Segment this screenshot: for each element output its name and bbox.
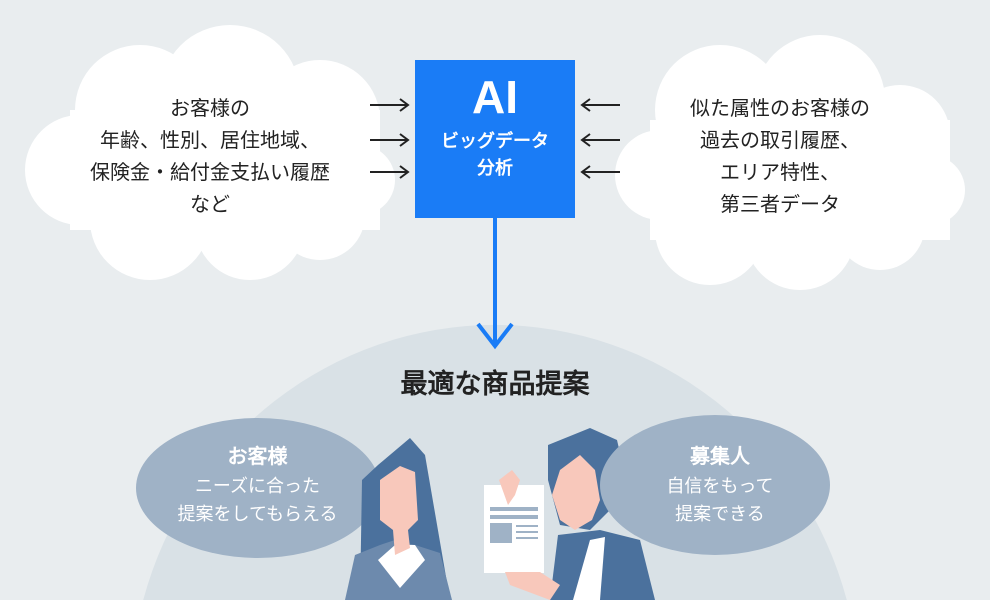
agent-bubble bbox=[600, 415, 830, 555]
right-cloud bbox=[615, 35, 965, 290]
right-cloud-line: エリア特性、 bbox=[720, 160, 840, 184]
agent-bubble-title: 募集人 bbox=[690, 444, 750, 468]
agent-bubble-text: 募集人 自信をもって 提案できる bbox=[620, 440, 820, 529]
agent-bubble-line: 提案できる bbox=[675, 504, 765, 525]
ai-subtitle-line: 分析 bbox=[477, 158, 513, 179]
customer-bubble-line: ニーズに合った bbox=[194, 476, 321, 497]
ai-analysis-box: AI ビッグデータ 分析 bbox=[415, 60, 575, 218]
left-cloud bbox=[25, 25, 395, 280]
customer-bubble-line: 提案をしてもらえる bbox=[177, 504, 338, 525]
right-cloud-line: 過去の取引履歴、 bbox=[700, 128, 860, 152]
right-cloud-line: 第三者データ bbox=[720, 192, 840, 216]
left-cloud-line: お客様の bbox=[170, 96, 250, 120]
ai-subtitle-line: ビッグデータ bbox=[441, 131, 549, 152]
down-arrow bbox=[476, 218, 514, 350]
customer-figure bbox=[345, 438, 452, 600]
agent-bubble-line: 自信をもって bbox=[666, 476, 774, 497]
left-cloud-line: 保険金・給付金支払い履歴 bbox=[90, 160, 330, 184]
customer-bubble-title: お客様 bbox=[227, 444, 288, 468]
result-title: 最適な商品提案 bbox=[400, 369, 590, 400]
left-cloud-line: 年齢、性別、居住地域、 bbox=[100, 128, 320, 152]
customer-bubble-text: お客様 ニーズに合った 提案をしてもらえる bbox=[150, 440, 365, 529]
proposal-document bbox=[484, 470, 560, 600]
input-arrows-left bbox=[370, 98, 410, 179]
left-cloud-line: など bbox=[190, 192, 230, 216]
customer-bubble bbox=[136, 418, 380, 558]
right-cloud-line: 似た属性のお客様の bbox=[690, 96, 870, 120]
right-cloud-text: 似た属性のお客様の 過去の取引履歴、 エリア特性、 第三者データ bbox=[620, 92, 940, 220]
ai-subtitle: ビッグデータ 分析 bbox=[415, 128, 575, 182]
ai-title: AI bbox=[472, 71, 518, 123]
input-arrows-right bbox=[580, 98, 620, 179]
left-cloud-text: お客様の 年齢、性別、居住地域、 保険金・給付金支払い履歴 など bbox=[40, 92, 380, 220]
